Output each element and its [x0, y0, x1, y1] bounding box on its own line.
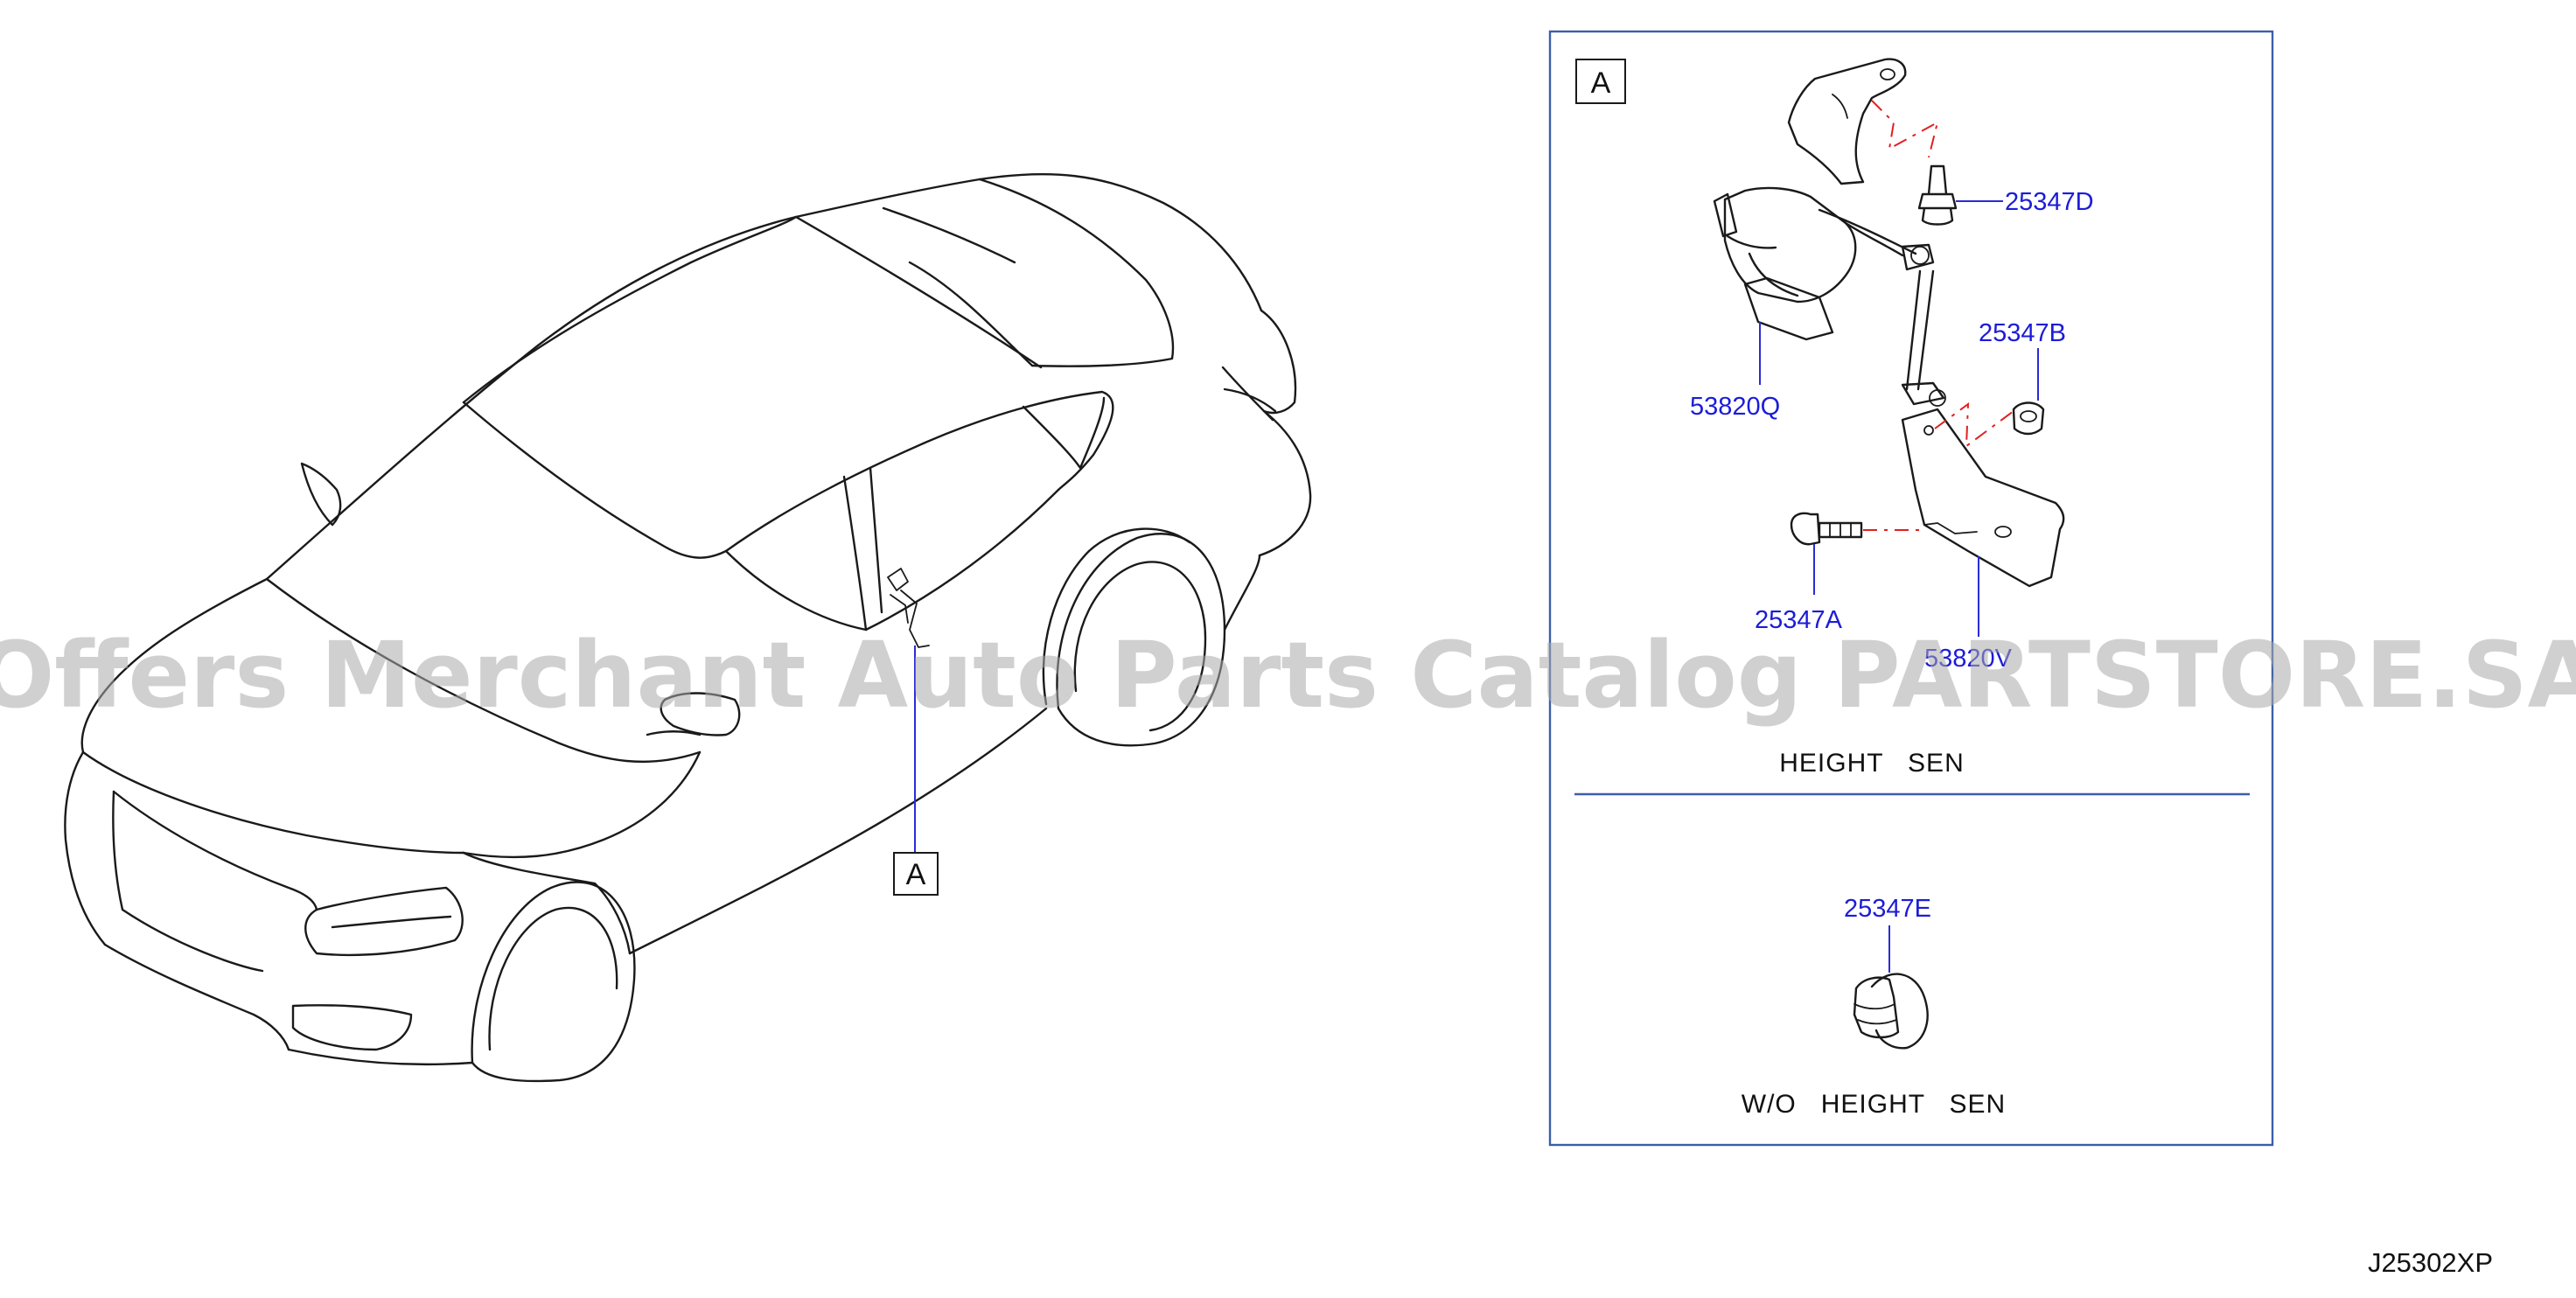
- part-number-53820v[interactable]: 53820V: [1924, 645, 2013, 673]
- bolt-a-shape: [1790, 512, 1863, 546]
- watermark: Offers Merchant Auto Parts Catalog PARTS…: [0, 622, 2576, 729]
- guide-line-nut-b: [1934, 401, 2014, 449]
- part-number-25347e[interactable]: 25347E: [1844, 895, 1931, 923]
- sensor-upper-bracket: [1787, 58, 1907, 185]
- nut-b-shape: [2012, 401, 2045, 436]
- part-number-25347a[interactable]: 25347A: [1755, 606, 1843, 634]
- part-number-53820q[interactable]: 53820Q: [1690, 393, 1780, 421]
- car-callout-box: [893, 852, 939, 896]
- bolt-d-shape: [1917, 164, 1958, 226]
- caption-wo-height-sen: W/O HEIGHT SEN: [1742, 1090, 2006, 1119]
- guide-line-bolt-d: [1871, 100, 1939, 158]
- section-without-height-sensor: 25347E W/O HEIGHT SEN: [1742, 895, 2006, 1119]
- part-number-25347d[interactable]: 25347D: [2005, 188, 2094, 216]
- car-callout-label: A: [906, 858, 926, 891]
- detail-callout-label: A: [1591, 66, 1611, 100]
- detail-panel-frame: [1548, 30, 2274, 1147]
- clip-e-shape: [1870, 973, 1929, 1050]
- sensor-body: [1723, 186, 1857, 304]
- car-illustration: [64, 172, 1312, 1083]
- section-with-height-sensor: 25347D 25347B 53820Q 25347A 53820V HEIGH…: [1690, 58, 2094, 778]
- caption-height-sen: HEIGHT SEN: [1779, 749, 1964, 778]
- part-number-25347b[interactable]: 25347B: [1979, 319, 2066, 347]
- detail-callout-box: [1575, 59, 1626, 104]
- sensor-lower-bracket: [1901, 408, 2065, 588]
- detail-panel: A: [1548, 30, 2274, 1147]
- diagram-code: J25302XP: [2368, 1247, 2493, 1278]
